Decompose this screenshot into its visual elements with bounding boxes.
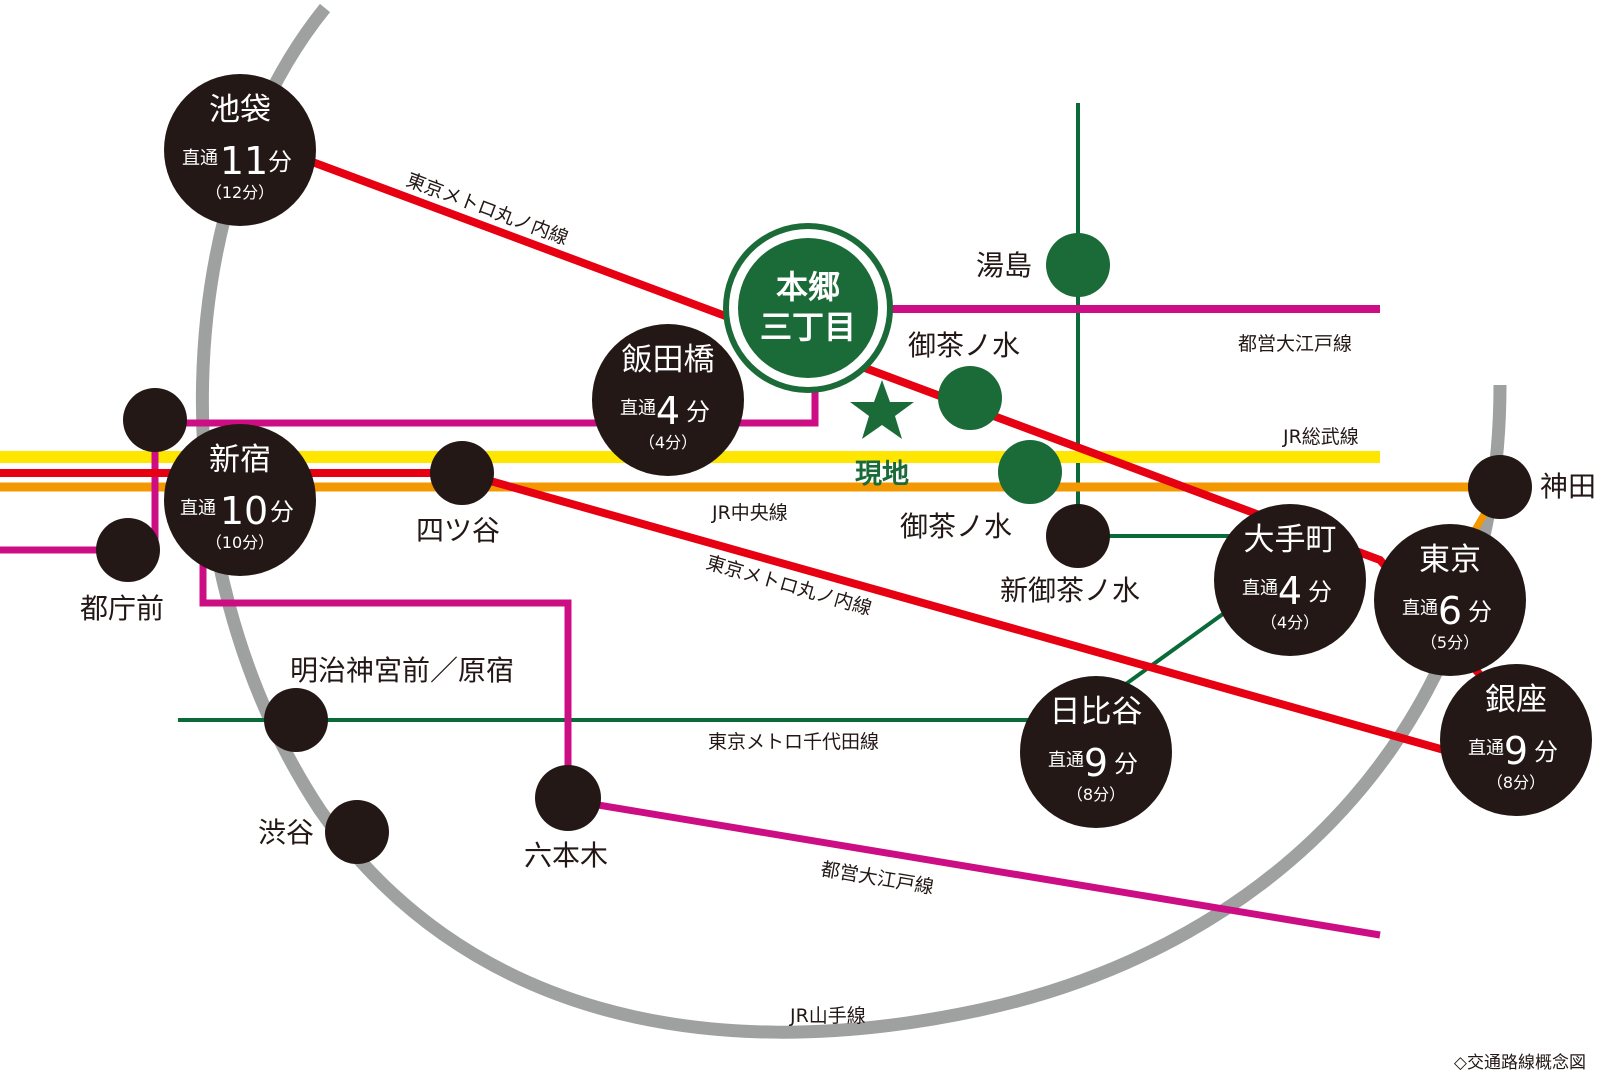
line-label-oedo-south: 都営大江戸線	[819, 858, 935, 899]
hub-unit: 分	[1114, 750, 1138, 778]
station-dot-ochanomizu-2[interactable]	[998, 440, 1062, 504]
hub-direct: 直通	[1048, 750, 1084, 771]
hub-name: 東京	[1419, 542, 1481, 578]
hub-sub: （8分）	[1487, 773, 1545, 792]
hub-unit: 分	[1534, 738, 1558, 766]
star-icon	[850, 380, 914, 439]
hub-name: 大手町	[1244, 522, 1337, 558]
hub-direct: 直通	[1468, 738, 1504, 759]
hub-sub: （4分）	[1261, 613, 1319, 632]
station-label-ochanomizu-2: 御茶ノ水	[900, 510, 1012, 543]
hub-time: 11	[220, 139, 268, 183]
map-note: ◇交通路線概念図	[1454, 1052, 1586, 1073]
hub-sub: （5分）	[1421, 633, 1479, 652]
hub-unit: 分	[270, 498, 294, 526]
hub-time: 6	[1438, 589, 1462, 633]
current-station-hongo-sanchome[interactable]: 本郷 三丁目	[723, 223, 893, 393]
station-label-yushima: 湯島	[976, 249, 1032, 282]
current-station-name-line2: 三丁目	[760, 308, 856, 346]
station-dot-shinjuku-west[interactable]	[123, 388, 187, 452]
hub-unit: 分	[686, 398, 710, 426]
station-dot-yushima[interactable]	[1046, 233, 1110, 297]
hub-name: 銀座	[1485, 682, 1547, 718]
yamanote-line	[195, 3, 1507, 1039]
hub-otemachi[interactable]: 大手町 直通 4 分 （4分）	[1214, 504, 1366, 656]
hub-unit: 分	[268, 148, 292, 176]
line-label-yamanote: JR山手線	[789, 1005, 866, 1027]
hub-sub: （10分）	[206, 533, 274, 552]
hub-direct: 直通	[182, 148, 218, 169]
station-label-tochomae: 都庁前	[80, 592, 164, 625]
hub-name: 新宿	[209, 442, 271, 478]
station-dot-yotsuya[interactable]	[430, 441, 494, 505]
station-label-roppongi: 六本木	[524, 839, 608, 872]
hub-direct: 直通	[1242, 578, 1278, 599]
station-label-shin-ochanomizu: 新御茶ノ水	[1000, 574, 1140, 607]
hub-direct: 直通	[1402, 598, 1438, 619]
hub-shinjuku[interactable]: 新宿 直通 10 分 （10分）	[164, 424, 316, 576]
station-dot-kanda[interactable]	[1468, 455, 1532, 519]
hub-iidabashi[interactable]: 飯田橋 直通 4 分 （4分）	[592, 324, 744, 476]
line-label-sobu: JR総武線	[1282, 426, 1359, 448]
hub-time: 9	[1084, 741, 1108, 785]
hub-name: 池袋	[209, 92, 271, 128]
hub-ginza[interactable]: 銀座 直通 9 分 （8分）	[1440, 664, 1592, 816]
station-label-yotsuya: 四ツ谷	[416, 514, 500, 547]
hub-sub: （12分）	[206, 183, 274, 202]
current-location-label: 現地	[855, 459, 909, 490]
hub-direct: 直通	[620, 398, 656, 419]
hub-sub: （4分）	[639, 433, 697, 452]
current-station-name-line1: 本郷	[776, 268, 840, 306]
oedo-line-south	[199, 530, 1381, 939]
hub-name: 飯田橋	[622, 342, 715, 378]
line-label-chuo: JR中央線	[711, 502, 788, 524]
hub-name: 日比谷	[1050, 694, 1143, 730]
hub-time: 4	[656, 389, 680, 433]
station-label-shibuya: 渋谷	[258, 816, 314, 849]
chiyoda-line-north	[1076, 103, 1262, 538]
station-dot-tochomae[interactable]	[96, 518, 160, 582]
station-label-kanda: 神田	[1540, 470, 1596, 503]
line-label-oedo-east: 都営大江戸線	[1238, 333, 1352, 355]
station-dot-ochanomizu-1[interactable]	[938, 366, 1002, 430]
station-label-ochanomizu-1: 御茶ノ水	[908, 329, 1020, 362]
hub-unit: 分	[1308, 578, 1332, 606]
hub-direct: 直通	[180, 498, 216, 519]
hub-time: 4	[1278, 569, 1302, 613]
hub-ikebukuro[interactable]: 池袋 直通 11 分 （12分）	[164, 74, 316, 226]
station-dot-shibuya[interactable]	[325, 800, 389, 864]
hub-unit: 分	[1468, 598, 1492, 626]
hub-tokyo[interactable]: 東京 直通 6 分 （5分）	[1374, 524, 1526, 676]
hub-hibiya[interactable]: 日比谷 直通 9 分 （8分）	[1020, 676, 1172, 828]
station-dot-meiji-jingumae[interactable]	[264, 688, 328, 752]
station-dot-shin-ochanomizu[interactable]	[1046, 504, 1110, 568]
line-label-chiyoda: 東京メトロ千代田線	[708, 731, 879, 753]
hub-sub: （8分）	[1067, 785, 1125, 804]
hub-time: 10	[220, 489, 268, 533]
hub-time: 9	[1504, 729, 1528, 773]
station-label-meiji-jingumae: 明治神宮前／原宿	[290, 654, 514, 687]
station-dot-roppongi[interactable]	[535, 765, 601, 831]
